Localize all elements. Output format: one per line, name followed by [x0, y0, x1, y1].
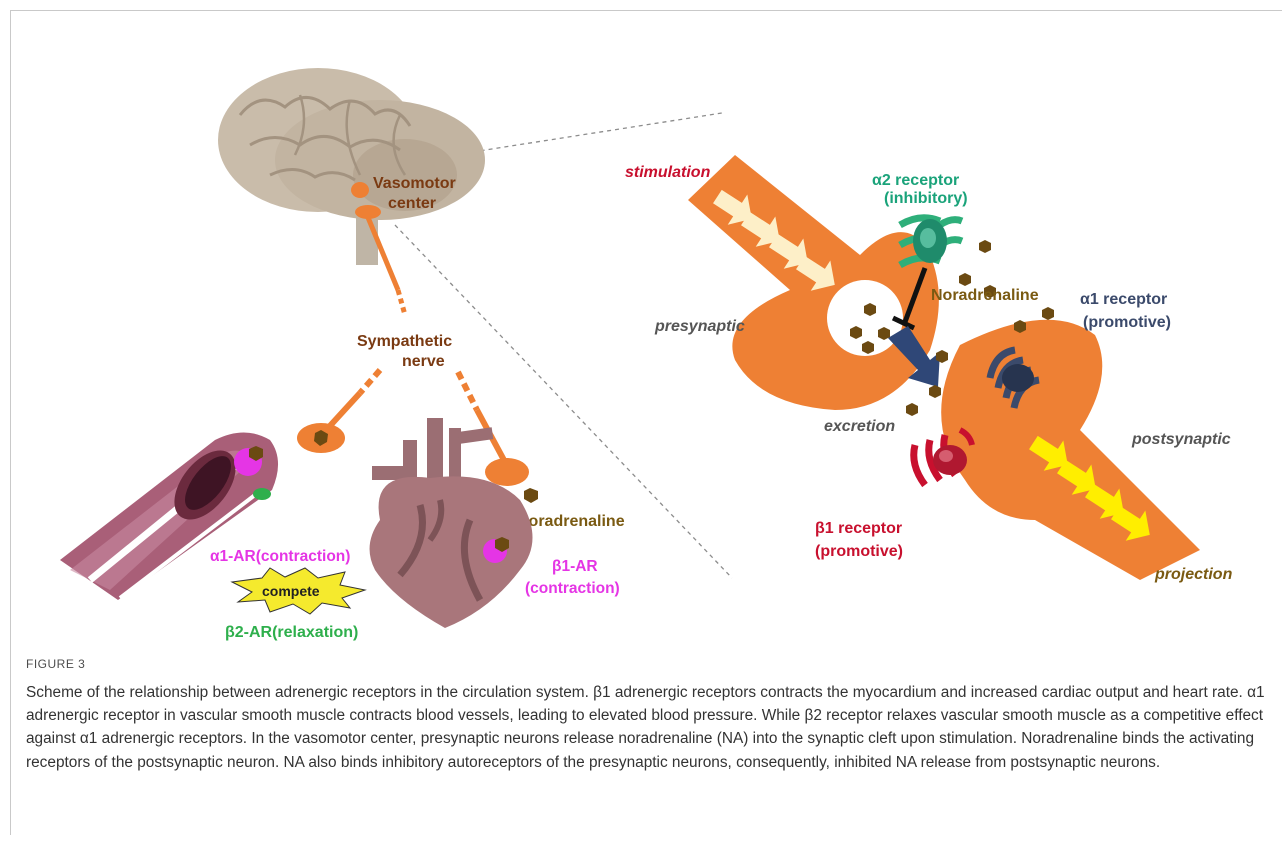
figure-label: FIGURE 3: [26, 657, 85, 671]
beta1-receptor-label: β1 receptor: [815, 520, 902, 537]
sympathetic-nerve-label: Sympathetic: [357, 333, 452, 350]
sympathetic-nerve-label-2: nerve: [402, 353, 445, 370]
alpha2-receptor-label-2: (inhibitory): [884, 190, 968, 207]
figure-illustration: Vasomotor center Sympathetic nerve Norad…: [0, 0, 1282, 650]
brain-image: [218, 68, 485, 265]
alpha1-receptor-label-2: (promotive): [1083, 314, 1171, 331]
vasomotor-center-marker: [351, 182, 369, 198]
alpha1-receptor-label: α1 receptor: [1080, 291, 1167, 308]
stimulation-label: stimulation: [625, 164, 711, 181]
beta2-receptor-dot: [253, 488, 271, 500]
noradrenaline-label-left: Noradrenaline: [517, 513, 625, 530]
vasomotor-center-label-2: center: [388, 195, 436, 212]
vasomotor-center-label: Vasomotor: [373, 175, 456, 192]
excretion-label: excretion: [824, 418, 895, 435]
beta1-ar-label: β1-AR: [552, 558, 598, 575]
beta2-ar-label: β2-AR(relaxation): [225, 624, 358, 641]
alpha1-ar-label: α1-AR(contraction): [210, 548, 350, 565]
postsynaptic-label: postsynaptic: [1131, 431, 1231, 448]
heart-nerve-terminal: [485, 458, 529, 486]
alpha2-receptor-label: α2 receptor: [872, 172, 959, 189]
noradrenaline-label-right: Noradrenaline: [931, 287, 1039, 304]
beta1-receptor-label-2: (promotive): [815, 543, 903, 560]
projection-label: projection: [1154, 566, 1233, 583]
heart-image: [370, 418, 533, 628]
nerve-to-vessel-dashed: [360, 370, 380, 393]
noradrenaline-molecule: [524, 488, 538, 503]
beta1-ar-label-2: (contraction): [525, 580, 620, 597]
figure-caption: Scheme of the relationship between adren…: [26, 681, 1266, 774]
nerve-descending-dashed: [398, 290, 405, 315]
compete-label: compete: [262, 583, 320, 599]
nerve-to-vessel: [328, 393, 360, 428]
nerve-to-heart-dashed: [458, 372, 477, 410]
alpha2-receptor-icon: [900, 218, 962, 265]
presynaptic-label: presynaptic: [654, 318, 745, 335]
postsynaptic-neuron: [941, 320, 1200, 580]
